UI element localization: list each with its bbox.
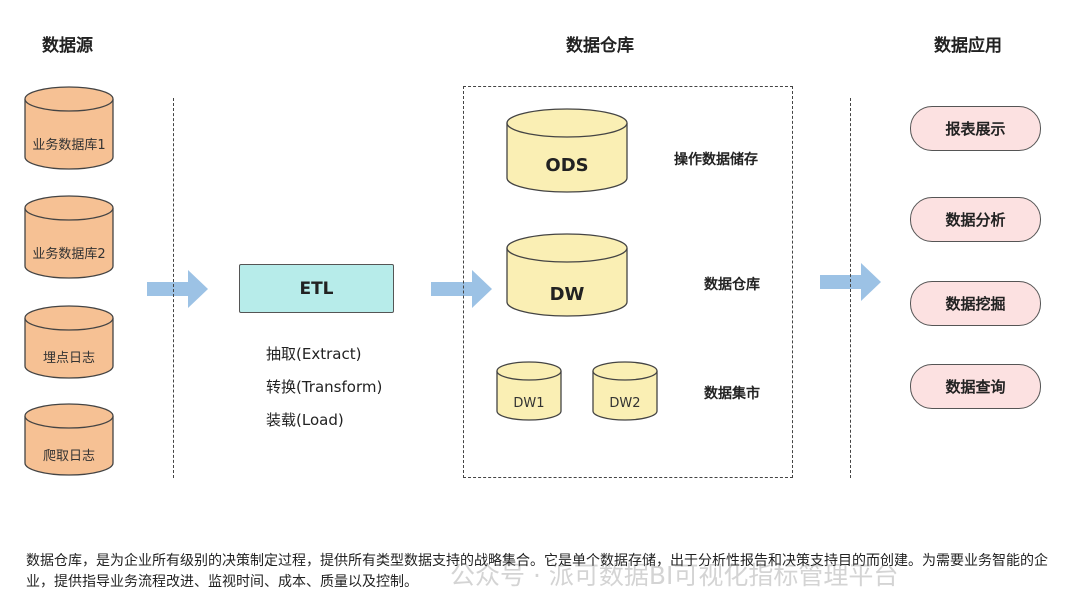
ods-cylinder — [506, 108, 628, 193]
watermark: 公众号 · 派可数据BI可视化指标管理平台 — [450, 561, 899, 590]
source-label-3: 埋点日志 — [42, 351, 95, 366]
etl-step-extract: 抽取(Extract) — [266, 345, 362, 363]
app-label-mining: 数据挖掘 — [945, 295, 1006, 313]
dw1-cylinder — [496, 361, 562, 421]
app-label-report: 报表展示 — [945, 120, 1006, 138]
warehouse-header: 数据仓库 — [566, 36, 634, 56]
warehouse-frame — [463, 86, 793, 478]
dw-cylinder — [506, 233, 628, 317]
arrow-sources-to-etl — [147, 270, 208, 308]
source-label-1: 业务数据库1 — [32, 138, 106, 153]
app-label-query: 数据查询 — [945, 378, 1006, 396]
etl-step-transform: 转换(Transform) — [266, 378, 383, 396]
arrow-etl-to-warehouse — [431, 270, 492, 308]
ods-description: 操作数据储存 — [674, 152, 758, 168]
dw2-cylinder — [592, 361, 658, 421]
app-data-query: 数据查询 — [910, 364, 1041, 409]
ods-label: ODS — [545, 155, 589, 176]
etl-title: ETL — [299, 278, 334, 299]
caption-text: 数据仓库，是为企业所有级别的决策制定过程，提供所有类型数据支持的战略集合。它是单… — [26, 553, 1048, 590]
app-label-analysis: 数据分析 — [945, 211, 1006, 229]
app-report-display: 报表展示 — [910, 106, 1041, 151]
source-label-2: 业务数据库2 — [32, 247, 106, 262]
source-cylinder-1 — [24, 86, 114, 170]
source-label-4: 爬取日志 — [42, 449, 95, 464]
dw-description: 数据仓库 — [704, 277, 760, 293]
source-cylinder-3 — [24, 305, 114, 379]
source-cylinder-2 — [24, 195, 114, 279]
applications-header: 数据应用 — [934, 36, 1002, 56]
source-cylinder-4 — [24, 403, 114, 476]
etl-step-load: 装载(Load) — [266, 411, 344, 429]
dw2-label: DW2 — [609, 396, 641, 411]
divider-right — [850, 98, 851, 478]
dw1-label: DW1 — [513, 396, 545, 411]
app-data-analysis: 数据分析 — [910, 197, 1041, 242]
app-data-mining: 数据挖掘 — [910, 281, 1041, 326]
divider-left — [173, 98, 174, 478]
sources-header: 数据源 — [42, 36, 93, 56]
marts-description: 数据集市 — [704, 386, 760, 402]
etl-box: ETL — [239, 264, 394, 313]
dw-label: DW — [549, 284, 585, 305]
